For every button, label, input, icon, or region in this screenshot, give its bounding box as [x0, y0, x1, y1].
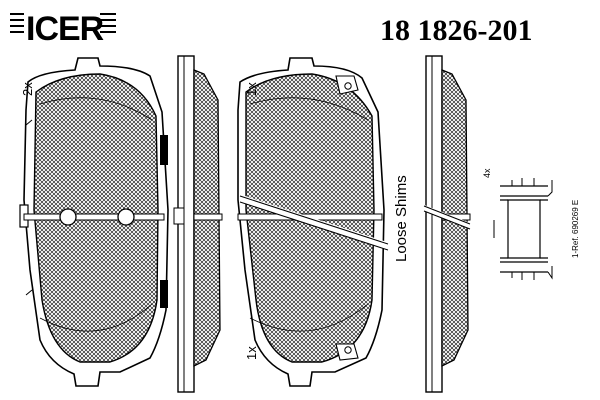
brand-name: ICER [26, 10, 104, 48]
right-brake-pad [237, 57, 390, 387]
icer-logo: ICER [10, 10, 116, 48]
qty-right-top-label: 1x [244, 82, 259, 96]
qty-right-bottom-label: 1x [244, 346, 259, 360]
left-pad-side-view [173, 55, 223, 393]
left-brake-pad [19, 57, 169, 387]
qty-left-label: 2x [20, 82, 35, 96]
reference-label: 1-Ref. 690269 E [571, 200, 580, 258]
loose-shims-label: Loose Shims [393, 175, 410, 262]
part-number: 18 1826-201 [380, 14, 533, 47]
clip-qty-label: 4x [482, 168, 492, 178]
retaining-clip [493, 178, 553, 280]
right-pad-side-view [422, 55, 472, 393]
